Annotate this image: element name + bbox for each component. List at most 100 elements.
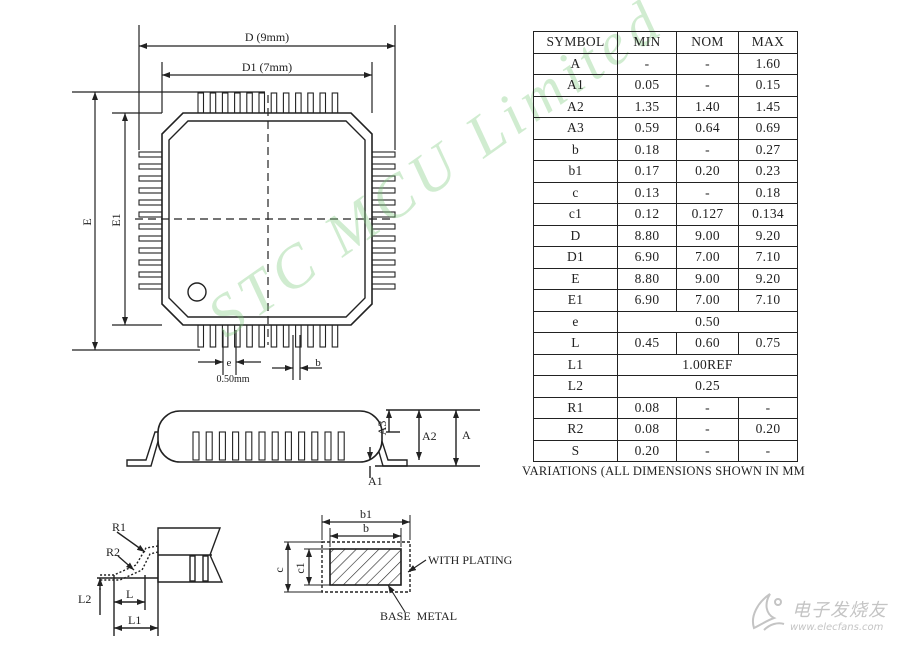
cell-min: 0.08 <box>617 418 677 441</box>
side-pin <box>258 431 266 461</box>
cell-value-span: 0.25 <box>617 375 798 398</box>
side-pin <box>218 431 226 461</box>
logo-url: www.elecfans.com <box>790 622 884 633</box>
cell-nom: - <box>676 418 739 441</box>
label-R1: R1 <box>112 520 126 534</box>
pin <box>371 259 396 266</box>
pin <box>258 324 266 348</box>
cell-symbol: D1 <box>533 246 618 269</box>
pin <box>371 247 396 254</box>
pins-top <box>197 92 339 114</box>
header-symbol: SYMBOL <box>533 31 618 54</box>
cell-nom: - <box>676 52 739 75</box>
pin <box>282 92 290 114</box>
header-nom: NOM <box>676 31 739 54</box>
pin <box>371 187 396 194</box>
cell-nom: - <box>676 439 739 462</box>
cell-symbol: S <box>533 439 618 462</box>
variations-note: VARIATIONS (ALL DIMENSIONS SHOWN IN MM <box>522 464 805 478</box>
cell-nom: 7.00 <box>676 246 739 269</box>
cell-max: - <box>738 396 798 419</box>
label-b: b <box>315 357 321 369</box>
pin <box>138 235 163 242</box>
cell-max: 0.134 <box>738 203 798 226</box>
side-pin <box>232 431 240 461</box>
cell-symbol: L <box>533 332 618 355</box>
pin <box>371 283 396 290</box>
cell-symbol: c1 <box>533 203 618 226</box>
cell-symbol: E <box>533 267 618 290</box>
cell-nom: 7.00 <box>676 289 739 312</box>
label-D: D (9mm) <box>245 30 289 44</box>
cell-min: 6.90 <box>617 246 677 269</box>
cell-min: 8.80 <box>617 224 677 247</box>
label-A: A <box>462 428 471 442</box>
pin <box>282 324 290 348</box>
label-A1: A1 <box>368 474 383 488</box>
cell-max: 9.20 <box>738 224 798 247</box>
label-E: E <box>80 218 94 225</box>
cell-nom: 9.00 <box>676 267 739 290</box>
cell-nom: - <box>676 138 739 161</box>
cell-value-span: 1.00REF <box>617 353 798 376</box>
cell-max: 1.60 <box>738 52 798 75</box>
logo-mark-icon <box>752 593 785 631</box>
header-max: MAX <box>738 31 798 54</box>
pin <box>138 283 163 290</box>
cell-symbol: R1 <box>533 396 618 419</box>
label-c1: c1 <box>293 562 307 573</box>
cell-min: 8.80 <box>617 267 677 290</box>
label-c: c <box>272 567 286 572</box>
cell-nom: 1.40 <box>676 95 739 118</box>
pin <box>138 199 163 206</box>
cell-symbol: e <box>533 310 618 333</box>
pin <box>138 163 163 170</box>
side-pin <box>245 431 253 461</box>
pin <box>197 324 205 348</box>
pin <box>371 163 396 170</box>
cell-max: 0.75 <box>738 332 798 355</box>
pin <box>270 92 278 114</box>
lead-detail <box>97 527 224 636</box>
cell-max: 0.69 <box>738 117 798 140</box>
cell-symbol: L1 <box>533 353 618 376</box>
side-pin <box>192 431 200 461</box>
header-min: MIN <box>617 31 677 54</box>
cell-min: 0.59 <box>617 117 677 140</box>
side-view <box>126 409 480 478</box>
site-logo <box>752 593 785 631</box>
top-view <box>72 25 396 380</box>
cell-max: - <box>738 439 798 462</box>
cell-max: 0.20 <box>738 418 798 441</box>
pin <box>307 92 314 114</box>
cell-min: 0.13 <box>617 181 677 204</box>
cell-min: 6.90 <box>617 289 677 312</box>
logo-name-cn: 电子发烧友 <box>792 600 887 621</box>
pin <box>319 324 327 348</box>
pin <box>319 92 327 114</box>
pin <box>209 92 217 114</box>
label-b-section: b <box>363 521 369 535</box>
pin <box>234 92 241 114</box>
cell-nom: - <box>676 181 739 204</box>
cell-symbol: D <box>533 224 618 247</box>
cell-max: 0.18 <box>738 181 798 204</box>
pin <box>138 259 163 266</box>
cell-max: 7.10 <box>738 246 798 269</box>
cell-min: 1.35 <box>617 95 677 118</box>
label-base-metal: BASE METAL <box>380 609 457 623</box>
cell-symbol: E1 <box>533 289 618 312</box>
cell-max: 1.45 <box>738 95 798 118</box>
side-pin <box>298 431 306 461</box>
cell-symbol: b <box>533 138 618 161</box>
pin <box>371 199 396 206</box>
label-b1: b1 <box>360 507 372 521</box>
pins-right <box>371 151 396 290</box>
cell-min: 0.20 <box>617 439 677 462</box>
cell-symbol: b1 <box>533 160 618 183</box>
